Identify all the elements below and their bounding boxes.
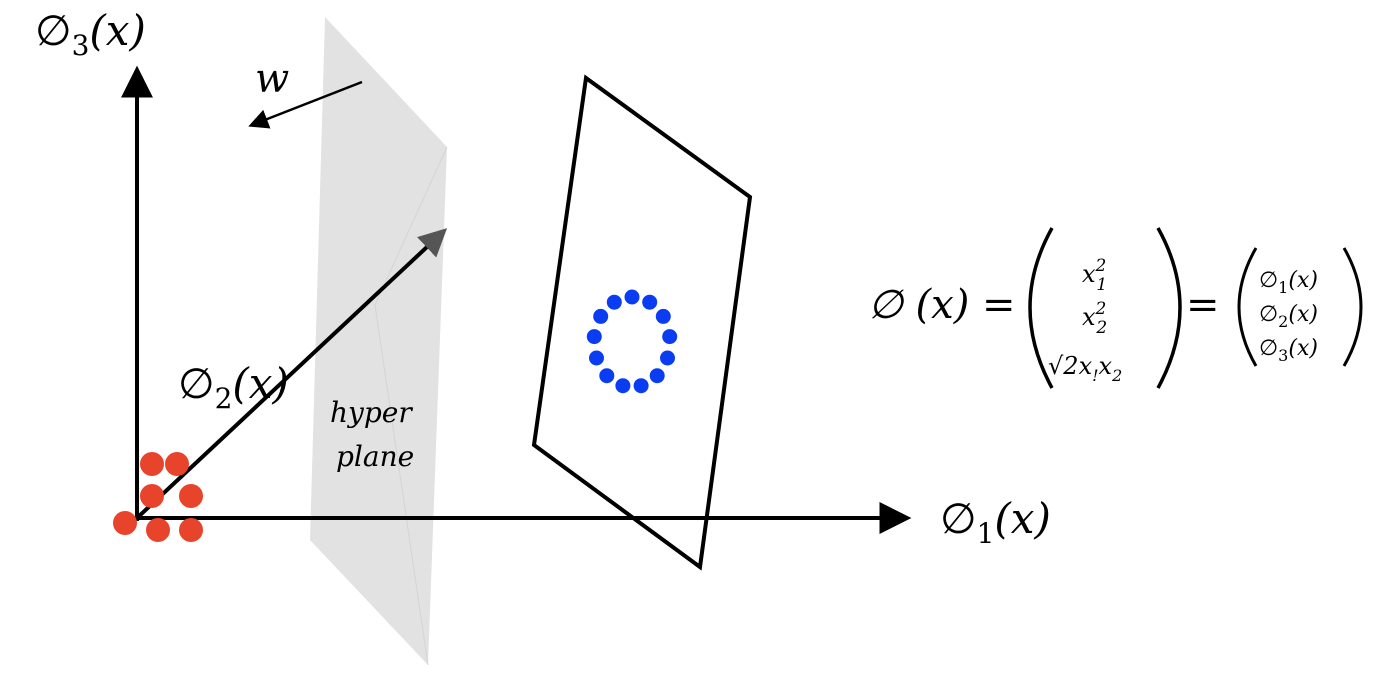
middle-row-1-sub: 1 [1096, 275, 1107, 295]
blue-point [586, 329, 602, 345]
middle-row-1-base: x [1082, 260, 1096, 288]
right-row-3-sub: 3 [1278, 346, 1288, 365]
normal-vector-arrow [248, 80, 363, 129]
blue-point [660, 350, 675, 366]
middle-row-3-sub2: 2 [1111, 366, 1122, 385]
red-point [140, 452, 164, 476]
z-axis-arrow [135, 228, 448, 520]
blue-point [633, 378, 649, 394]
red-point [179, 518, 203, 542]
middle-row-3-base: x [1079, 352, 1093, 380]
blue-point [593, 308, 609, 324]
blue-point-ring [586, 289, 678, 394]
x-axis-subscript: 1 [977, 517, 995, 550]
middle-row-1-sup: 2 [1095, 256, 1107, 276]
middle-row-2-sup: 2 [1095, 299, 1107, 319]
right-row-3-arg: (x) [1288, 336, 1318, 361]
right-row-3-symbol: ∅ [1259, 336, 1278, 361]
middle-row-2-base: x [1082, 303, 1096, 331]
separating-plane-outline [531, 74, 753, 571]
equation-equals: = [1186, 282, 1220, 328]
middle-row-3-sub: ! [1092, 366, 1098, 385]
blue-point [655, 308, 671, 324]
z-axis-label: ∅2(x) [178, 359, 289, 415]
z-axis-subscript: 2 [215, 382, 233, 415]
middle-row-3-pre: √2 [1048, 352, 1079, 380]
y-axis-symbol: ∅ [35, 6, 72, 55]
y-axis-label: ∅3(x) [35, 6, 146, 62]
right-row-3: ∅3(x) [1259, 336, 1318, 365]
x-axis-label: ∅1(x) [940, 494, 1051, 550]
middle-vector-left-paren [1028, 227, 1054, 389]
middle-row-3: √2x!x2 [1048, 352, 1122, 385]
blue-point [649, 368, 665, 384]
blue-point [599, 368, 615, 384]
y-axis-subscript: 3 [72, 29, 90, 62]
right-vector-right-paren [1342, 247, 1363, 367]
equation-lhs: ∅ (x) = [868, 282, 1016, 328]
middle-row-3-mid: x [1099, 352, 1113, 380]
red-point [146, 518, 170, 542]
middle-vector-right-paren [1156, 227, 1182, 389]
y-axis-argument: (x) [89, 6, 145, 55]
right-row-2-arg: (x) [1288, 302, 1318, 327]
hyperplane-sheet [310, 17, 447, 665]
red-point [179, 484, 203, 508]
right-row-2: ∅2(x) [1259, 302, 1318, 331]
hyperplane-label-line1: hyper [330, 396, 413, 429]
right-row-1: ∅1(x) [1259, 268, 1318, 297]
right-row-2-symbol: ∅ [1259, 302, 1278, 327]
blue-point [642, 294, 658, 310]
right-vector-left-paren [1237, 247, 1258, 367]
blue-point [615, 378, 631, 394]
blue-point [606, 294, 622, 310]
hyperplane-label-line2: plane [336, 440, 414, 473]
right-row-1-sub: 1 [1278, 278, 1288, 297]
blue-point [624, 289, 640, 305]
right-row-2-sub: 2 [1278, 312, 1288, 331]
hyperplane-fold-line [374, 146, 448, 666]
right-row-1-symbol: ∅ [1259, 268, 1278, 293]
blue-point [662, 329, 678, 345]
z-axis-argument: (x) [232, 359, 288, 408]
middle-row-2-sub: 2 [1095, 318, 1107, 338]
blue-point [589, 350, 604, 366]
x-axis-argument: (x) [994, 494, 1050, 543]
red-point-cluster [113, 452, 203, 542]
normal-vector-label: w [255, 56, 289, 102]
z-axis-symbol: ∅ [178, 359, 215, 408]
right-row-1-arg: (x) [1288, 268, 1318, 293]
red-point [165, 452, 189, 476]
red-point [140, 484, 164, 508]
x-axis-symbol: ∅ [940, 494, 977, 543]
red-point [113, 511, 137, 535]
